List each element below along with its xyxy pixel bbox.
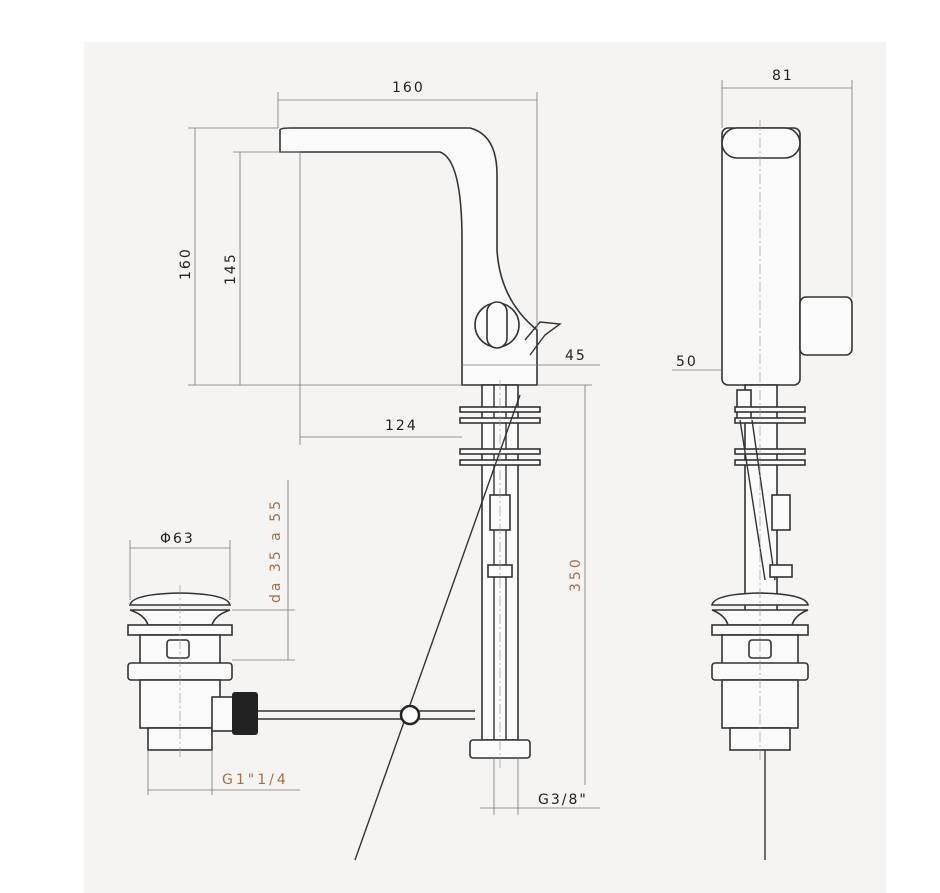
- dim-handle-offset: 45: [565, 348, 587, 364]
- popup-waste: [127, 585, 258, 760]
- dim-spout-reach: 124: [385, 418, 418, 434]
- dim-side-width: 160: [392, 80, 425, 96]
- faucet-side-view: [258, 127, 562, 861]
- faucet-front-view: [711, 120, 853, 860]
- dim-spout-height: 145: [223, 252, 239, 285]
- dimension-lines: [129, 80, 853, 815]
- dim-supply-thread: G3/8": [538, 792, 588, 808]
- dim-front-offset: 50: [676, 354, 698, 370]
- dim-waste-diameter: Φ63: [160, 531, 195, 547]
- dim-waste-thread: G1"1/4: [222, 772, 289, 788]
- dim-worktop-thickness: da 35 a 55: [268, 498, 284, 603]
- dim-side-height: 160: [178, 247, 194, 280]
- dim-front-width: 81: [772, 68, 794, 84]
- dim-shank-length: 350: [568, 556, 584, 592]
